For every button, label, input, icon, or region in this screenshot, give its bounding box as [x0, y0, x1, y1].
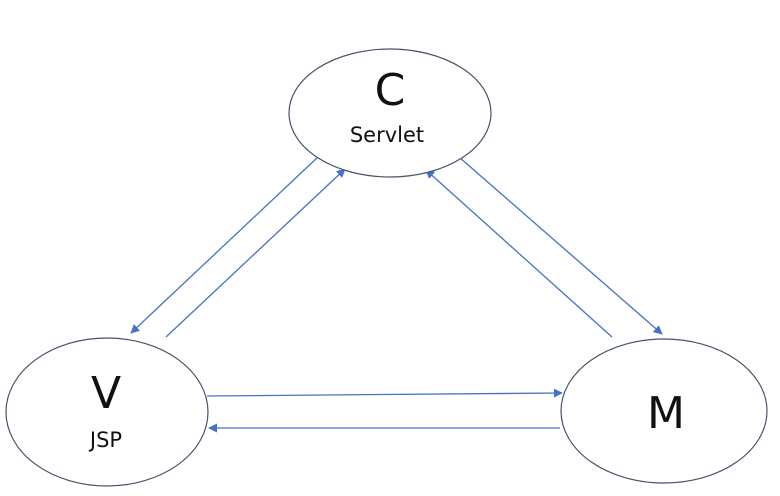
- node-view-shape: [5, 337, 209, 487]
- node-view-subtitle: JSP: [88, 428, 122, 452]
- node-controller: C Servlet: [288, 48, 492, 178]
- arrow-view-to-model: [206, 388, 563, 398]
- node-view-letter: V: [91, 368, 121, 419]
- arrow-controller-to-view: [130, 156, 319, 334]
- node-model: M: [560, 338, 768, 484]
- arrow-controller-to-model: [458, 156, 663, 335]
- arrow-model-to-controller: [425, 169, 613, 338]
- arrow-view-to-controller: [165, 168, 346, 338]
- connectors: [130, 156, 663, 433]
- node-controller-letter: C: [375, 65, 406, 116]
- node-model-shape: [560, 338, 768, 484]
- node-model-letter: M: [647, 388, 685, 439]
- node-controller-shape: [288, 48, 492, 178]
- node-view: V JSP: [5, 337, 209, 487]
- node-controller-subtitle: Servlet: [350, 123, 424, 147]
